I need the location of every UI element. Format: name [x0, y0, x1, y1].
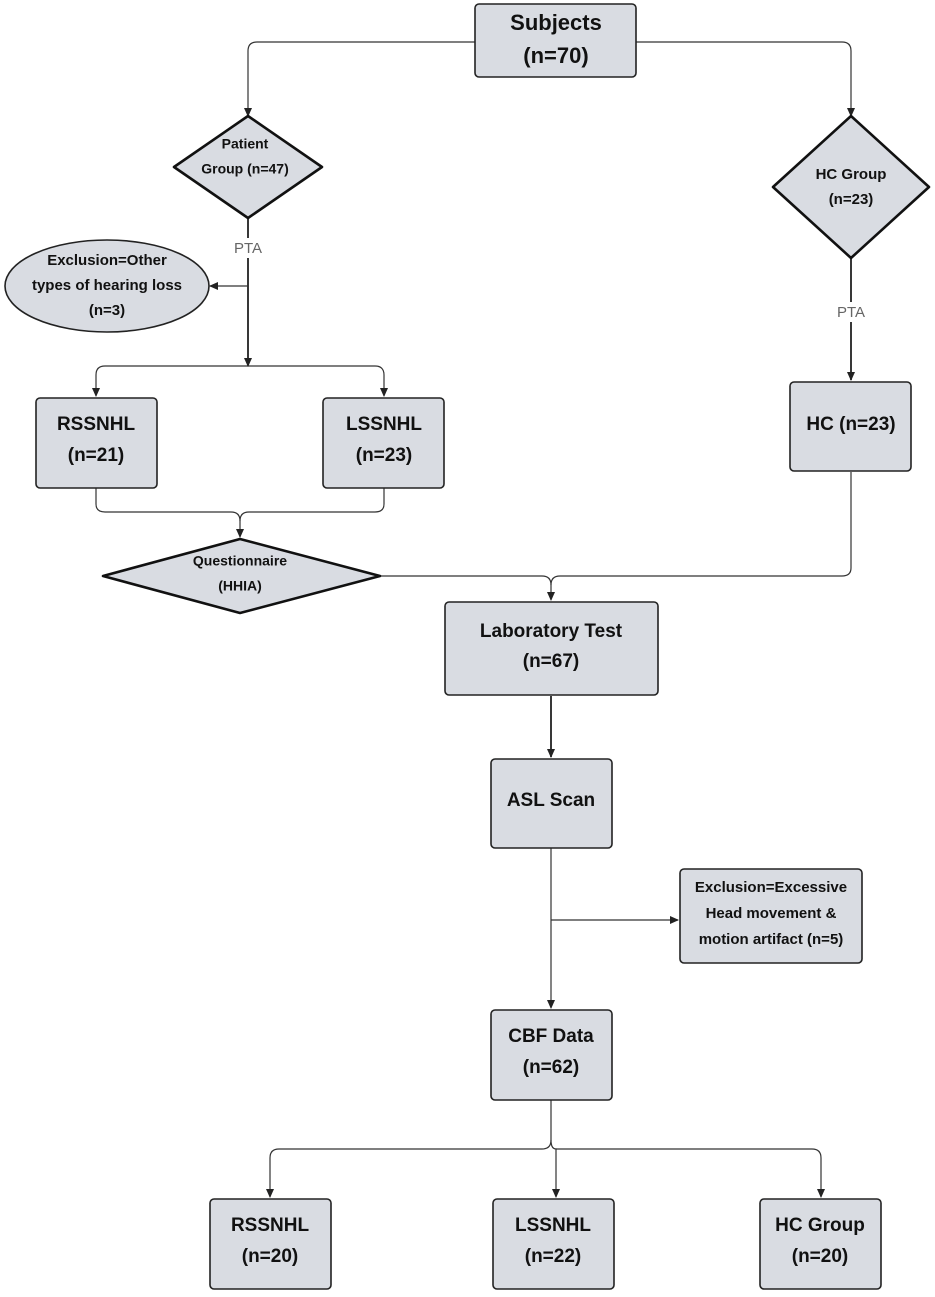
edge-cbf-split: [266, 1100, 552, 1198]
edge-lssnhl-merge: [239, 488, 385, 522]
node-exclusion-hearing: Exclusion=Other types of hearing loss (n…: [4, 239, 210, 333]
node-lssnhl-final-line2: (n=22): [525, 1246, 582, 1267]
node-laboratory-test-line1: Laboratory Test: [480, 621, 623, 642]
edge-label-pta-left: PTA: [234, 240, 262, 257]
node-exclusion-motion-line2: Head movement &: [706, 905, 837, 922]
node-asl-scan-line1: ASL Scan: [507, 790, 595, 811]
edge-label-pta-right: PTA: [837, 304, 865, 321]
node-questionnaire-line2: (HHIA): [218, 578, 262, 594]
node-lssnhl-line1: LSSNHL: [346, 414, 422, 435]
node-cbf-data-line2: (n=62): [523, 1057, 580, 1078]
edge-subjects-patient: [244, 41, 475, 117]
edge-subjects-hc: [636, 41, 855, 117]
node-rssnhl-line1: RSSNHL: [57, 414, 136, 435]
node-hc-group-final-line1: HC Group: [775, 1215, 865, 1236]
node-questionnaire: Questionnaire (HHIA): [101, 537, 382, 615]
node-subjects: Subjects (n=70): [474, 3, 637, 78]
node-patient-group-line2: Group (n=47): [201, 161, 289, 177]
edge-questionnaire-lab: [380, 575, 555, 601]
node-questionnaire-line1: Questionnaire: [193, 553, 287, 569]
node-hc-line1: HC (n=23): [806, 414, 895, 435]
node-rssnhl-final: RSSNHL (n=20): [209, 1198, 332, 1290]
edge-cbf-lssnhl: [550, 1139, 560, 1198]
node-hc: HC (n=23): [789, 381, 912, 472]
node-exclusion-hearing-line1: Exclusion=Other: [47, 252, 167, 269]
node-laboratory-test-line2: (n=67): [523, 651, 580, 672]
node-rssnhl: RSSNHL (n=21): [35, 397, 158, 489]
edge-rssnhl-merge: [95, 488, 244, 538]
node-exclusion-motion-line3: motion artifact (n=5): [699, 931, 844, 948]
node-lssnhl-final-line1: LSSNHL: [515, 1215, 591, 1236]
node-hc-group: HC Group (n=23): [771, 114, 931, 260]
node-lssnhl: LSSNHL (n=23): [322, 397, 445, 489]
edge-hc-lab: [550, 472, 852, 586]
node-hc-group-final: HC Group (n=20): [759, 1198, 882, 1290]
node-patient-group-line1: Patient: [222, 136, 269, 152]
node-exclusion-motion: Exclusion=Excessive Head movement & moti…: [679, 868, 863, 964]
edge-split-rssnhl: [92, 365, 248, 397]
node-hc-group-line1: HC Group: [816, 166, 887, 183]
node-exclusion-hearing-line2: types of hearing loss: [32, 277, 182, 294]
edge-cbf-hc: [556, 1148, 825, 1198]
node-hc-group-line2: (n=23): [829, 191, 874, 208]
edge-split-lssnhl: [248, 365, 388, 397]
node-laboratory-test: Laboratory Test (n=67): [444, 601, 659, 696]
node-subjects-line2: (n=70): [523, 43, 588, 68]
node-hc-group-final-line2: (n=20): [792, 1246, 849, 1267]
connectors: [92, 41, 855, 1198]
node-rssnhl-final-line2: (n=20): [242, 1246, 299, 1267]
node-cbf-data-line1: CBF Data: [508, 1026, 594, 1047]
node-rssnhl-line2: (n=21): [68, 445, 125, 466]
node-exclusion-hearing-line3: (n=3): [89, 302, 125, 319]
node-cbf-data: CBF Data (n=62): [490, 1009, 613, 1101]
node-exclusion-motion-line1: Exclusion=Excessive: [695, 879, 847, 896]
node-patient-group: Patient Group (n=47): [172, 114, 324, 220]
node-lssnhl-line2: (n=23): [356, 445, 413, 466]
node-lssnhl-final: LSSNHL (n=22): [492, 1198, 615, 1290]
node-rssnhl-final-line1: RSSNHL: [231, 1215, 310, 1236]
node-asl-scan: ASL Scan: [490, 758, 613, 849]
node-subjects-line1: Subjects: [510, 10, 602, 35]
